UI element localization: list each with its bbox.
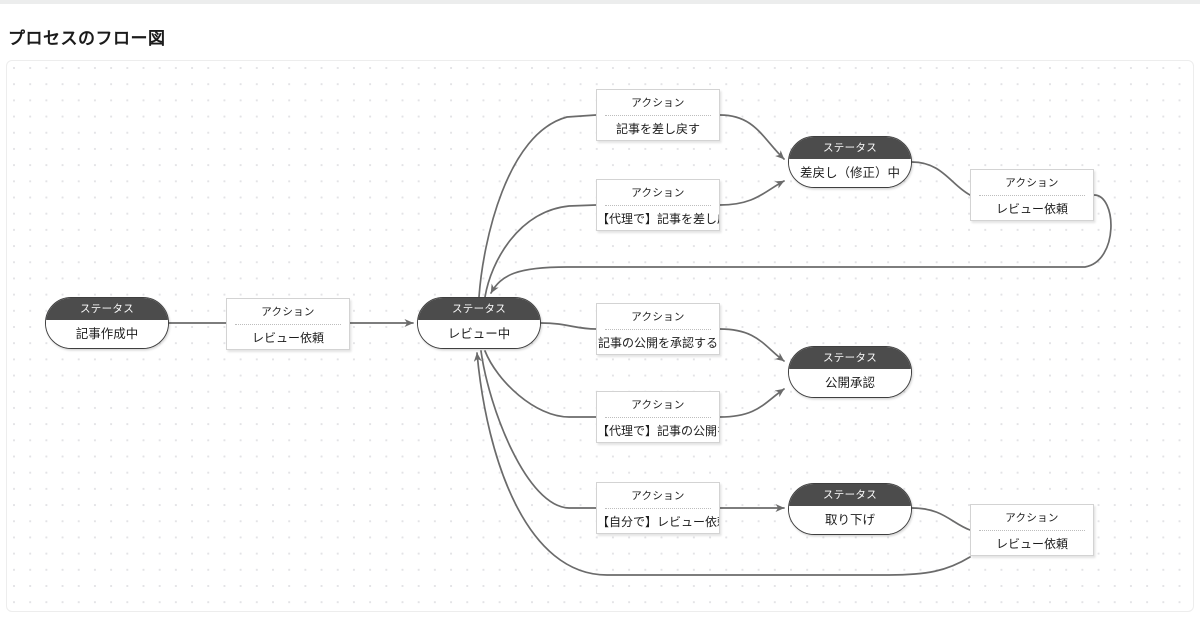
edge-sendback-to-sentback xyxy=(719,114,785,160)
node-label: レビュー依頼 xyxy=(995,202,1068,216)
node-divider xyxy=(605,115,711,116)
node-divider xyxy=(605,329,711,330)
edge-reviewing-to-sendback-proxy xyxy=(484,204,597,298)
node-action-self-review-request[interactable]: アクション 【自分で】レビュー依頼… xyxy=(596,482,720,534)
node-label: レビュー依頼 xyxy=(251,331,324,345)
node-kind-label: アクション xyxy=(631,311,685,323)
node-label: 【代理で】記事の公開を… xyxy=(597,424,719,438)
edge-approveproxy-to-published xyxy=(719,388,785,418)
node-label: 記事の公開を承認する xyxy=(597,336,718,350)
page-title: プロセスのフロー図 xyxy=(8,29,166,48)
node-kind-label: アクション xyxy=(631,187,685,199)
node-action-review-request-1[interactable]: アクション レビュー依頼 xyxy=(226,298,350,350)
node-kind-label: アクション xyxy=(1005,177,1059,189)
node-kind-label: ステータス xyxy=(789,484,911,506)
edge-sentback-to-reviewreq2 xyxy=(911,161,971,196)
node-action-send-back[interactable]: アクション 記事を差し戻す xyxy=(596,89,720,141)
node-action-approve-publish-proxy[interactable]: アクション 【代理で】記事の公開を… xyxy=(596,391,720,443)
edge-reviewing-to-sendback xyxy=(478,114,597,298)
node-kind-label: アクション xyxy=(631,399,685,411)
edge-withdrawn-to-reviewreq3 xyxy=(911,507,971,531)
edge-sendbackproxy-to-sentback xyxy=(719,180,785,206)
node-kind-label: ステータス xyxy=(46,298,168,320)
node-kind-label: アクション xyxy=(1005,512,1059,524)
node-kind-label: アクション xyxy=(261,306,315,318)
node-label: 差戻し（修正）中 xyxy=(789,159,911,187)
node-status-kiji-sakusei-chu[interactable]: ステータス 記事作成中 xyxy=(45,297,169,349)
edge-reviewreq2-to-reviewing xyxy=(490,194,1112,294)
node-label: 記事を差し戻す xyxy=(615,122,700,136)
node-label: 取り下げ xyxy=(789,506,911,534)
edge-reviewreq3-to-reviewing xyxy=(473,352,971,576)
edge-reviewing-to-approveproxy xyxy=(484,350,597,418)
node-kind-label: ステータス xyxy=(789,137,911,159)
diagram-canvas[interactable]: ステータス 記事作成中 アクション レビュー依頼 ステータス レビュー中 アクシ… xyxy=(6,60,1194,612)
node-action-review-request-3[interactable]: アクション レビュー依頼 xyxy=(970,504,1094,556)
node-kind-label: ステータス xyxy=(789,347,911,369)
edge-approve-to-published xyxy=(719,328,785,362)
node-divider xyxy=(605,205,711,206)
edge-reviewing-to-selfreq xyxy=(480,350,597,509)
node-kind-label: ステータス xyxy=(418,298,540,320)
node-action-review-request-2[interactable]: アクション レビュー依頼 xyxy=(970,169,1094,221)
node-label: レビュー依頼 xyxy=(995,537,1068,551)
node-kind-label: アクション xyxy=(631,97,685,109)
node-divider xyxy=(605,417,711,418)
node-divider xyxy=(605,508,711,509)
node-status-reviewing[interactable]: ステータス レビュー中 xyxy=(417,297,541,349)
node-status-sent-back[interactable]: ステータス 差戻し（修正）中 xyxy=(788,136,912,188)
edge-reviewing-to-approve xyxy=(540,322,597,330)
node-label: レビュー中 xyxy=(418,320,540,348)
top-strip xyxy=(0,0,1200,4)
node-status-withdrawn[interactable]: ステータス 取り下げ xyxy=(788,483,912,535)
node-label: 記事作成中 xyxy=(46,320,168,348)
node-kind-label: アクション xyxy=(631,490,685,502)
node-action-send-back-proxy[interactable]: アクション 【代理で】記事を差し戻す xyxy=(596,179,720,231)
node-label: 【自分で】レビュー依頼… xyxy=(597,515,719,529)
edge-layer xyxy=(168,114,1112,576)
node-divider xyxy=(979,530,1085,531)
node-action-approve-publish[interactable]: アクション 記事の公開を承認する xyxy=(596,303,720,355)
node-status-publish-approved[interactable]: ステータス 公開承認 xyxy=(788,346,912,398)
node-divider xyxy=(979,195,1085,196)
node-label: 公開承認 xyxy=(789,369,911,397)
node-divider xyxy=(235,324,341,325)
node-label: 【代理で】記事を差し戻す xyxy=(597,212,719,226)
